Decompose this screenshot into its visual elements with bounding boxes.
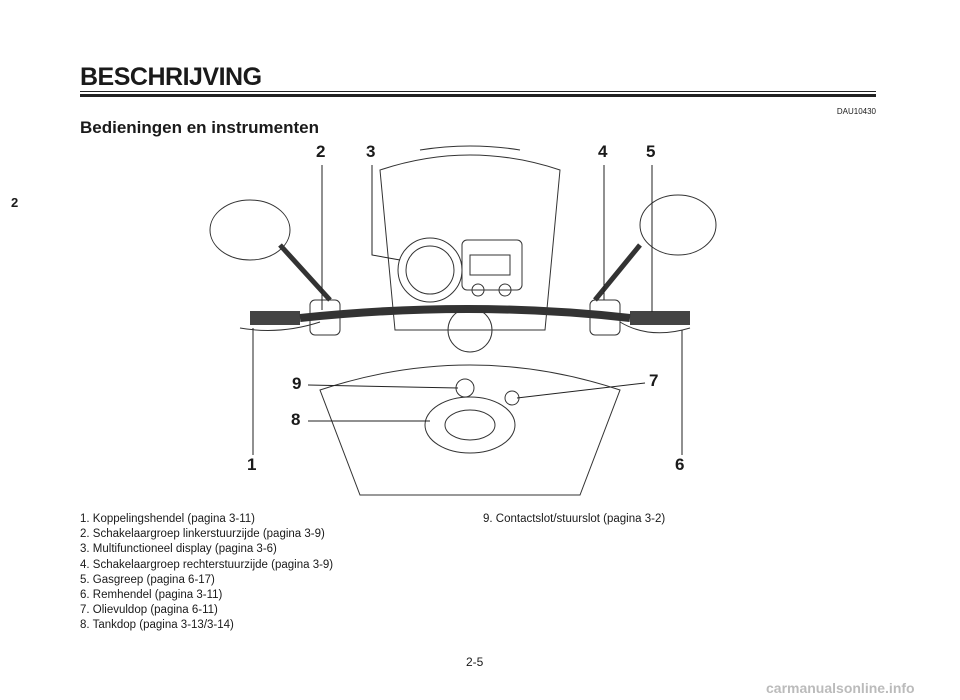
legend-item: 6. Remhendel (pagina 3-11) xyxy=(80,589,223,602)
callout-9: 9 xyxy=(292,374,302,393)
page-number: 2-5 xyxy=(466,655,484,669)
legend-item: 4. Schakelaargroep rechterstuurzijde (pa… xyxy=(80,558,334,571)
legend-item: 5. Gasgreep (pagina 6-17) xyxy=(80,573,215,586)
subsection-title: Bedieningen en instrumenten xyxy=(80,118,319,137)
callout-7: 7 xyxy=(649,371,659,390)
legend-list: 1. Koppelingshendel (pagina 3-11) 2. Sch… xyxy=(80,512,333,634)
callout-4: 4 xyxy=(598,142,608,161)
document-code: DAU10430 xyxy=(836,107,876,116)
legend-item: 7. Olievuldop (pagina 6-11) xyxy=(80,604,218,617)
legend-item: 3. Multifunctioneel display (pagina 3-6) xyxy=(80,543,277,556)
chapter-tab: 2 xyxy=(11,195,19,210)
callout-2: 2 xyxy=(316,142,326,161)
legend-item: 9. Contactslot/stuurslot (pagina 3-2) xyxy=(483,513,666,525)
legend-item: 2. Schakelaargroep linkerstuurzijde (pag… xyxy=(80,528,325,541)
callout-6: 6 xyxy=(675,455,685,474)
watermark: carmanualsonline.info xyxy=(766,680,915,696)
legend-item: 8. Tankdop (pagina 3-13/3-14) xyxy=(80,619,234,632)
section-title: BESCHRIJVING xyxy=(80,63,262,91)
header-rule-thick xyxy=(80,94,876,97)
callout-5: 5 xyxy=(646,142,656,161)
legend-item: 1. Koppelingshendel (pagina 3-11) xyxy=(80,513,255,525)
callout-3: 3 xyxy=(366,142,376,161)
callout-8: 8 xyxy=(291,410,301,429)
header-rule-thin xyxy=(80,91,876,92)
callout-1: 1 xyxy=(247,455,257,474)
legend-list-right: 9. Contactslot/stuurslot (pagina 3-2) xyxy=(483,512,665,527)
